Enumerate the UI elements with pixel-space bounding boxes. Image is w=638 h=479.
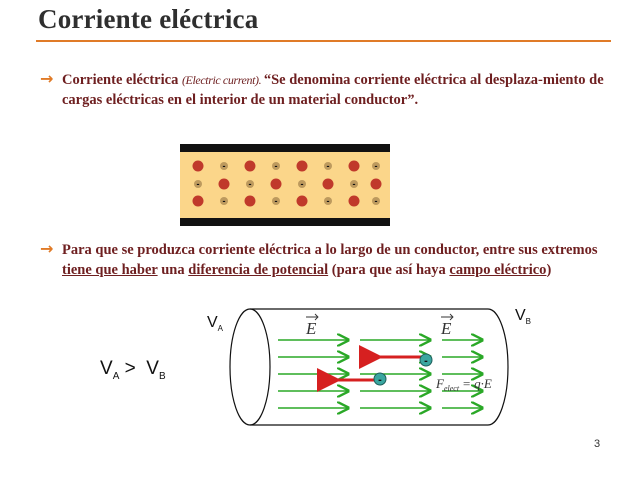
electron xyxy=(194,180,202,188)
potential-text-3: (para que así haya xyxy=(328,262,450,278)
positive-ion xyxy=(370,178,382,190)
force-formula: Felect= q·E xyxy=(435,376,492,393)
electron-sign: - xyxy=(249,179,252,189)
electron xyxy=(372,197,380,205)
field-cylinder-diagram: - - E E Felect= q·E xyxy=(229,308,509,426)
field-label-left: E xyxy=(305,319,317,338)
electron-sign: - xyxy=(375,196,378,206)
electron-sign: - xyxy=(275,161,278,171)
electron xyxy=(272,197,280,205)
definition-english: (Electric current). xyxy=(181,73,264,87)
electron xyxy=(246,180,254,188)
positive-ion xyxy=(348,160,360,172)
title-underline xyxy=(36,40,611,42)
definition-text: “Se denomina corriente eléctrica al desp… xyxy=(62,72,604,108)
link-tiene-que-haber[interactable]: tiene que haber xyxy=(62,262,158,278)
positive-ion xyxy=(270,178,282,190)
right-arrow-icon: → xyxy=(40,69,54,88)
cylinder-body xyxy=(250,308,509,426)
electron-sign: - xyxy=(375,161,378,171)
slide-title: Corriente eléctrica xyxy=(38,4,259,34)
vector-arrow-icon xyxy=(306,313,319,321)
electron-1-sign: - xyxy=(424,355,428,367)
electron-2 xyxy=(373,372,387,386)
positive-ion xyxy=(348,195,360,207)
electron-sign: - xyxy=(197,179,200,189)
positive-ion xyxy=(192,195,204,207)
bullet-definition: Corriente eléctrica (Electric current). … xyxy=(62,70,612,110)
vb-label: VB xyxy=(515,307,532,327)
electron xyxy=(372,162,380,170)
cylinder-left-end xyxy=(229,308,271,426)
positive-ion xyxy=(192,160,204,172)
electron xyxy=(324,162,332,170)
strip-top-edge xyxy=(180,144,390,152)
strip-body xyxy=(180,144,390,226)
strip-bottom-edge xyxy=(180,218,390,226)
positive-ion xyxy=(322,178,334,190)
positive-ion xyxy=(244,195,256,207)
electron xyxy=(220,162,228,170)
electron-sign: - xyxy=(275,196,278,206)
electron-2-sign: - xyxy=(378,374,382,386)
electron xyxy=(272,162,280,170)
potential-relation: VA > VB xyxy=(100,358,166,382)
vector-arrow-icon xyxy=(441,313,454,321)
electron-sign: - xyxy=(301,179,304,189)
electron-sign: - xyxy=(327,196,330,206)
positive-ion xyxy=(244,160,256,172)
potential-text-4: ) xyxy=(546,262,552,278)
link-diferencia-potencial[interactable]: diferencia de potencial xyxy=(188,262,329,278)
link-campo-electrico[interactable]: campo eléctrico xyxy=(449,262,547,278)
electron-sign: - xyxy=(223,196,226,206)
bullet-potential: Para que se produzca corriente eléctrica… xyxy=(62,240,617,280)
right-arrow-icon: → xyxy=(40,239,54,258)
electron-sign: - xyxy=(327,161,330,171)
field-label-right: E xyxy=(440,319,452,338)
positive-ion xyxy=(296,160,308,172)
electron-1 xyxy=(419,353,433,367)
positive-ion xyxy=(218,178,230,190)
electron xyxy=(220,197,228,205)
potential-text-1: Para que se produzca corriente eléctrica… xyxy=(62,242,598,258)
charges-group: - - - - - - - - - - - - xyxy=(192,160,382,207)
electron-sign: - xyxy=(353,179,356,189)
electron-sign: - xyxy=(223,161,226,171)
electron xyxy=(350,180,358,188)
conductor-strip: - - - - - - - - - - - - xyxy=(180,144,390,226)
positive-ion xyxy=(296,195,308,207)
electron xyxy=(324,197,332,205)
definition-term: Corriente eléctrica xyxy=(62,72,182,88)
va-label: VA xyxy=(207,314,224,334)
potential-text-2: una xyxy=(157,262,189,278)
page-number: 3 xyxy=(594,438,601,450)
electron xyxy=(298,180,306,188)
